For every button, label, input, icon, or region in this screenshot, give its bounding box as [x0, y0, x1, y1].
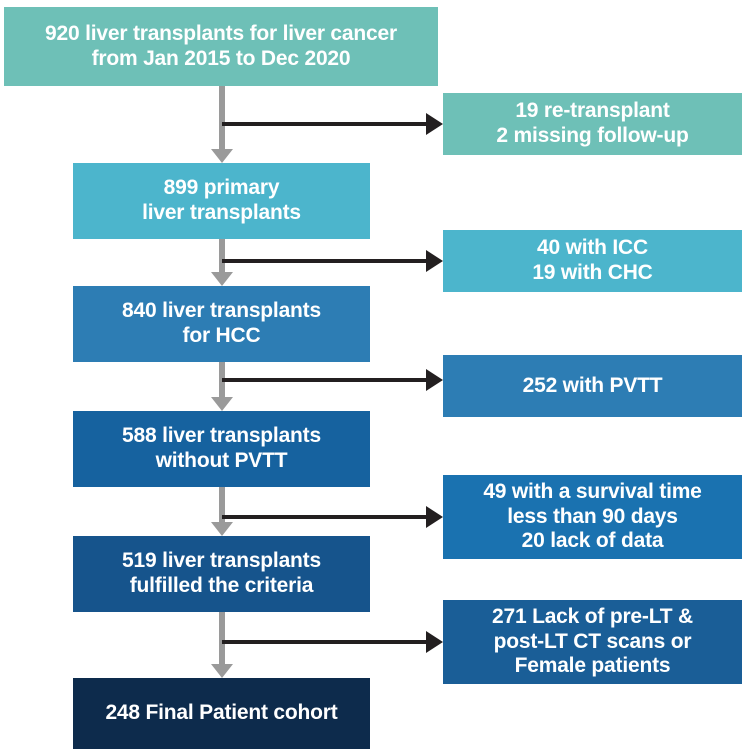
connector-start-to-primary: [210, 86, 234, 163]
excluded-pvtt-box: 252 with PVTT: [443, 355, 742, 417]
hcc-transplants-box: 840 liver transplants for HCC: [73, 286, 370, 362]
final-cohort-box: 248 Final Patient cohort: [73, 678, 370, 749]
arrowhead-right-icon: [426, 506, 443, 528]
excluded-icc-chc-box: 40 with ICC 19 with CHC: [443, 230, 742, 292]
connector-criteria-to-final: [210, 612, 234, 678]
arrowhead-right-icon: [426, 250, 443, 272]
excluded-survival-data-box: 49 with a survival time less than 90 day…: [443, 475, 742, 559]
connector-shaft: [219, 487, 225, 524]
branch-arrow-icc-chc: [222, 250, 443, 272]
connector-without-pvtt-to-criteria: [210, 487, 234, 536]
excluded-retransplant-box: 19 re-transplant 2 missing follow-up: [443, 93, 742, 155]
initial-cohort-box: 920 liver transplants for liver cancer f…: [4, 7, 438, 86]
branch-arrow-pvtt: [222, 369, 443, 391]
branch-arrow-retransplant: [222, 113, 443, 135]
connector-primary-to-hcc: [210, 239, 234, 286]
fulfilled-criteria-box: 519 liver transplants fulfilled the crit…: [73, 536, 370, 612]
without-pvtt-box: 588 liver transplants without PVTT: [73, 411, 370, 487]
branch-arrow-ct-female: [222, 631, 443, 653]
arrowhead-down-icon: [211, 149, 233, 163]
connector-shaft: [219, 612, 225, 666]
primary-transplants-box: 899 primary liver transplants: [73, 163, 370, 239]
branch-arrow-survival: [222, 506, 443, 528]
arrowhead-right-icon: [426, 631, 443, 653]
branch-shaft: [222, 378, 428, 382]
arrowhead-down-icon: [211, 522, 233, 536]
excluded-ct-female-box: 271 Lack of pre-LT & post-LT CT scans or…: [443, 600, 742, 684]
arrowhead-right-icon: [426, 369, 443, 391]
branch-shaft: [222, 640, 428, 644]
arrowhead-right-icon: [426, 113, 443, 135]
connector-shaft: [219, 86, 225, 151]
branch-shaft: [222, 259, 428, 263]
branch-shaft: [222, 122, 428, 126]
branch-shaft: [222, 515, 428, 519]
arrowhead-down-icon: [211, 397, 233, 411]
arrowhead-down-icon: [211, 664, 233, 678]
arrowhead-down-icon: [211, 272, 233, 286]
connector-shaft: [219, 239, 225, 274]
